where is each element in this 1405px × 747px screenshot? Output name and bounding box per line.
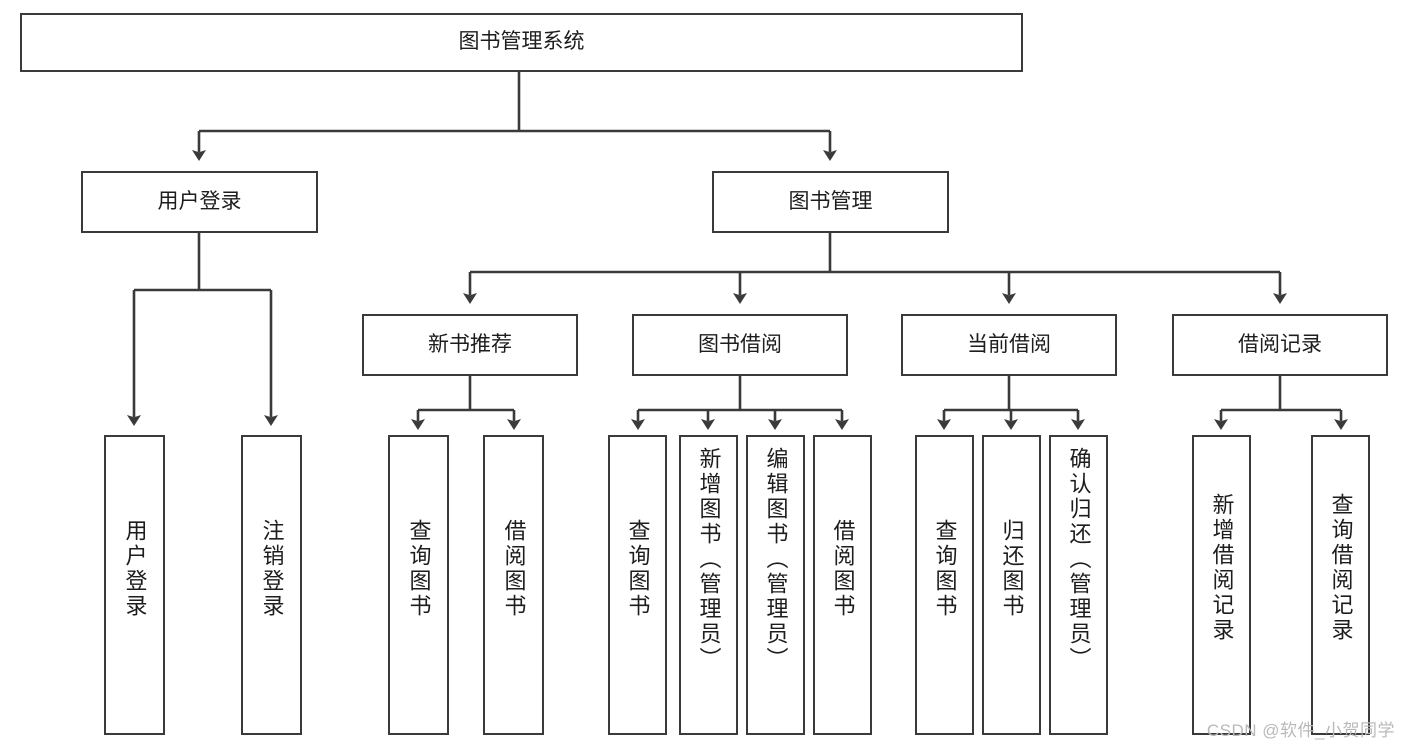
leaf-add-book-admin[interactable]: 新增图书（管理员） xyxy=(679,435,738,735)
node-user-login[interactable]: 用户登录 xyxy=(81,171,318,233)
leaf-query-book-current-label: 查询图书 xyxy=(932,519,958,619)
node-book-management[interactable]: 图书管理 xyxy=(712,171,949,233)
leaf-return-book[interactable]: 归还图书 xyxy=(982,435,1041,735)
leaf-query-book-borrow-label: 查询图书 xyxy=(625,519,651,619)
leaf-query-book-recommend[interactable]: 查询图书 xyxy=(388,435,449,735)
leaf-add-borrow-record-label: 新增借阅记录 xyxy=(1209,493,1235,643)
node-book-borrow-label: 图书借阅 xyxy=(698,332,782,356)
leaf-logout-label: 注销登录 xyxy=(259,519,285,619)
leaf-confirm-return-admin[interactable]: 确认归还（管理员） xyxy=(1049,435,1108,735)
node-new-book-recommend[interactable]: 新书推荐 xyxy=(362,314,578,376)
leaf-query-book-borrow[interactable]: 查询图书 xyxy=(608,435,667,735)
node-current-borrow[interactable]: 当前借阅 xyxy=(901,314,1117,376)
node-root[interactable]: 图书管理系统 xyxy=(20,13,1023,72)
leaf-confirm-return-admin-label: 确认归还（管理员） xyxy=(1066,447,1092,672)
node-borrow-record[interactable]: 借阅记录 xyxy=(1172,314,1388,376)
node-book-borrow[interactable]: 图书借阅 xyxy=(632,314,848,376)
node-borrow-record-label: 借阅记录 xyxy=(1238,332,1322,356)
leaf-edit-book-admin-label: 编辑图书（管理员） xyxy=(763,447,789,672)
leaf-query-book-recommend-label: 查询图书 xyxy=(406,519,432,619)
leaf-query-borrow-record-label: 查询借阅记录 xyxy=(1328,493,1354,643)
leaf-borrow-book-label: 借阅图书 xyxy=(830,519,856,619)
leaf-add-book-admin-label: 新增图书（管理员） xyxy=(696,447,722,672)
leaf-query-borrow-record[interactable]: 查询借阅记录 xyxy=(1311,435,1370,735)
leaf-query-book-current[interactable]: 查询图书 xyxy=(915,435,974,735)
node-new-book-recommend-label: 新书推荐 xyxy=(428,332,512,356)
leaf-borrow-book-recommend-label: 借阅图书 xyxy=(501,519,527,619)
leaf-logout[interactable]: 注销登录 xyxy=(241,435,302,735)
leaf-borrow-book-recommend[interactable]: 借阅图书 xyxy=(483,435,544,735)
watermark: CSDN @软件_小贺同学 xyxy=(1206,721,1395,740)
node-root-label: 图书管理系统 xyxy=(458,30,585,54)
node-current-borrow-label: 当前借阅 xyxy=(967,332,1051,356)
leaf-add-borrow-record[interactable]: 新增借阅记录 xyxy=(1192,435,1251,735)
leaf-user-login[interactable]: 用户登录 xyxy=(104,435,165,735)
leaf-borrow-book[interactable]: 借阅图书 xyxy=(813,435,872,735)
node-user-login-label: 用户登录 xyxy=(157,189,242,213)
leaf-return-book-label: 归还图书 xyxy=(999,519,1025,619)
leaf-user-login-label: 用户登录 xyxy=(122,519,148,619)
node-book-management-label: 图书管理 xyxy=(788,189,873,213)
leaf-edit-book-admin[interactable]: 编辑图书（管理员） xyxy=(746,435,805,735)
